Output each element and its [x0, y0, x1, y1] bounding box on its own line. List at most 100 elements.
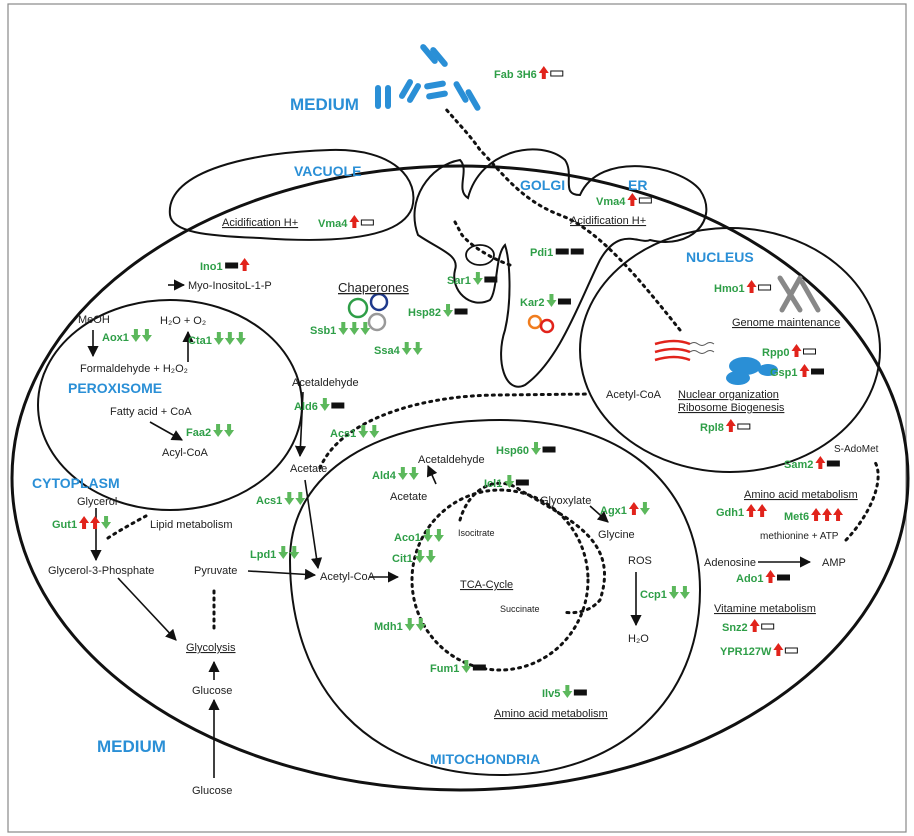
unchanged-filled-box-icon	[570, 248, 584, 255]
gene-acs1a: Acs1	[330, 425, 380, 440]
gene-name: Mdh1	[374, 621, 403, 633]
gene-name: Lpd1	[250, 549, 276, 561]
downregulated-arrow-icon	[319, 398, 330, 411]
text-amp: AMP	[822, 557, 846, 569]
chaperone-icons	[347, 292, 389, 332]
gene-ssb1: Ssb1	[310, 322, 371, 337]
text-glycolysis: Glycolysis	[186, 642, 236, 654]
gene-pdi1: Pdi1	[530, 247, 584, 259]
gene-name: Hsp60	[496, 445, 529, 457]
gene-name: Agx1	[600, 505, 627, 517]
gene-name: Ald4	[372, 470, 397, 482]
text-vac-acid: Acidification H+	[222, 217, 298, 229]
downregulated-arrow-icon	[213, 332, 224, 345]
unchanged-filled-box-icon	[454, 308, 468, 315]
gene-name: Vma4	[318, 218, 348, 230]
downregulated-arrow-icon	[235, 332, 246, 345]
gene-name: Ino1	[200, 261, 223, 273]
downregulated-arrow-icon	[401, 342, 412, 355]
unchanged-filled-box-icon	[331, 402, 345, 409]
downregulated-arrow-icon	[404, 618, 415, 631]
nucleus-outline	[579, 227, 881, 473]
gene-name: YPR127W	[720, 646, 772, 658]
upregulated-arrow-icon	[627, 193, 638, 206]
unchanged-empty-box-icon	[550, 70, 564, 77]
gene-gsp1: Gsp1	[770, 364, 825, 379]
downregulated-arrow-icon	[369, 425, 380, 438]
downregulated-arrow-icon	[668, 586, 679, 599]
gene-rpl8: Rpl8	[700, 419, 751, 434]
gene-mdh1: Mdh1	[374, 618, 426, 633]
gene-cit1: Cit1	[392, 550, 436, 565]
downregulated-arrow-icon	[358, 425, 369, 438]
downregulated-arrow-icon	[295, 492, 306, 505]
gene-name: Acs1	[330, 428, 356, 440]
label-peroxisome: PEROXISOME	[68, 380, 162, 396]
gene-name: Ado1	[736, 573, 764, 585]
downregulated-arrow-icon	[422, 529, 433, 542]
unchanged-filled-box-icon	[777, 574, 790, 581]
text-aa-mito: Amino acid metabolism	[494, 708, 608, 720]
upregulated-arrow-icon	[799, 364, 810, 377]
gene-sar1: Sar1	[447, 272, 498, 287]
text-acetate-cyto: Acetate	[290, 463, 327, 475]
gene-name: Ssb1	[310, 325, 336, 337]
unchanged-empty-box-icon	[758, 284, 772, 291]
gene-name: Aco1	[394, 532, 421, 544]
mitochondria-outline	[288, 418, 702, 777]
upregulated-arrow-icon	[773, 643, 784, 656]
label-medium-bottom: MEDIUM	[97, 737, 166, 756]
gene-kar2: Kar2	[520, 294, 571, 309]
text-isocitrate: Isocitrate	[458, 528, 495, 538]
gene-rpp0: Rpp0	[762, 344, 816, 359]
ribosome-icon	[654, 339, 778, 385]
gene-name: Gdh1	[716, 507, 744, 519]
unchanged-filled-box-icon	[826, 460, 840, 467]
gene-agx1: Agx1	[600, 502, 650, 517]
upregulated-arrow-icon	[791, 344, 802, 357]
upregulated-arrow-icon	[538, 66, 549, 79]
text-adenosine: Adenosine	[704, 557, 756, 569]
gene-name: Hmo1	[714, 283, 745, 295]
gene-aco1: Aco1	[394, 529, 444, 544]
gene-ilv5: Ilv5	[542, 685, 587, 700]
gene-name: Met6	[784, 511, 809, 523]
gene-name: Sar1	[447, 275, 471, 287]
gene-name: Rpp0	[762, 347, 790, 359]
text-s-adomet: S-AdoMet	[834, 444, 879, 455]
gene-ccp1: Ccp1	[640, 586, 690, 601]
unchanged-filled-box-icon	[557, 298, 571, 305]
text-glycerol: Glycerol	[77, 496, 117, 508]
text-acetyl-coa-nuc: Acetyl-CoA	[606, 389, 662, 401]
antibody-icons	[375, 44, 481, 111]
gene-hsp82: Hsp82	[408, 304, 468, 319]
unchanged-empty-box-icon	[761, 623, 775, 630]
gene-icl1: Icl1	[484, 475, 529, 490]
dotted-paths	[106, 106, 880, 672]
text-glucose-out: Glucose	[192, 785, 232, 797]
gene-fab: Fab 3H6	[494, 66, 564, 81]
label-nucleus: NUCLEUS	[686, 249, 754, 265]
gene-acs1b: Acs1	[256, 492, 306, 507]
gene-ald4: Ald4	[372, 467, 419, 482]
unchanged-filled-box-icon	[811, 368, 825, 375]
gene-name: Icl1	[484, 478, 502, 490]
gene-name: Gsp1	[770, 367, 798, 379]
gene-name: Cta1	[188, 335, 212, 347]
downregulated-arrow-icon	[360, 322, 371, 335]
gene-ypr127w: YPR127W	[720, 643, 798, 658]
gene-faa2: Faa2	[186, 424, 235, 439]
unchanged-empty-box-icon	[737, 423, 751, 430]
gene-aox1: Aox1	[102, 329, 152, 344]
downregulated-arrow-icon	[397, 467, 408, 480]
text-aa-cyto: Amino acid metabolism	[744, 489, 858, 501]
gene-met6: Met6	[784, 508, 844, 523]
unchanged-filled-box-icon	[484, 276, 498, 283]
upregulated-arrow-icon	[90, 516, 101, 529]
figure-frame	[7, 3, 907, 833]
text-h2o: H₂O	[628, 633, 649, 645]
downregulated-arrow-icon	[412, 342, 423, 355]
downregulated-arrow-icon	[639, 502, 650, 515]
downregulated-arrow-icon	[414, 550, 425, 563]
